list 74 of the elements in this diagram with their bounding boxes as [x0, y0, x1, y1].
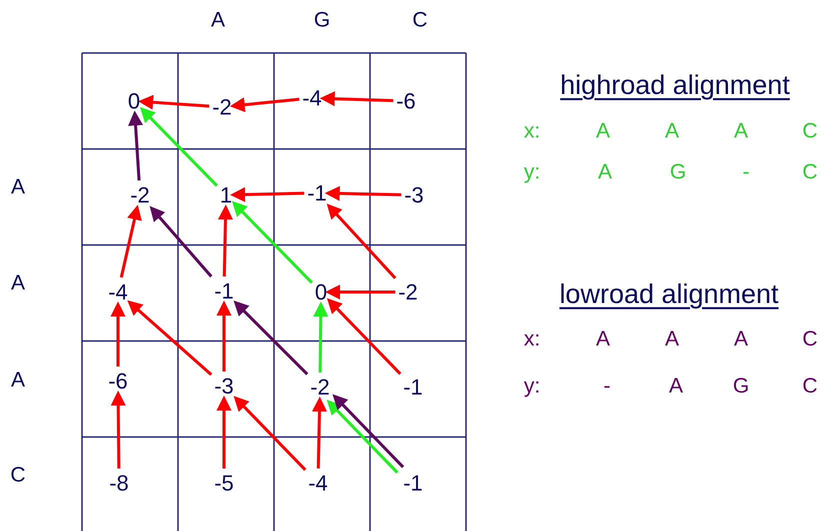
- score-value: -1: [403, 471, 423, 495]
- arrow: [216, 396, 232, 468]
- arrow: [234, 300, 308, 376]
- sequence-letter: C: [10, 463, 26, 487]
- arrow: [326, 298, 402, 375]
- arrow: [110, 390, 126, 468]
- arrow: [313, 302, 328, 372]
- alignment-symbol: A: [596, 119, 610, 143]
- score-value: -6: [108, 369, 128, 393]
- alignment-symbol: A: [734, 119, 748, 143]
- alignment-symbol: -: [742, 160, 750, 184]
- score-value: -4: [108, 280, 128, 304]
- score-value: -2: [130, 183, 150, 207]
- sequence-letter: A: [11, 271, 25, 295]
- arrow: [120, 204, 142, 278]
- arrow: [312, 396, 327, 468]
- score-value: 1: [220, 183, 232, 207]
- arrow: [138, 94, 210, 110]
- arrow: [326, 400, 398, 474]
- sequence-letter: C: [412, 8, 428, 32]
- arrow: [230, 187, 304, 202]
- arrow: [128, 110, 144, 181]
- alignment-symbol: A: [598, 160, 612, 184]
- score-value: -3: [404, 183, 424, 207]
- score-value: 0: [314, 280, 328, 304]
- alignment-symbol: C: [802, 119, 818, 143]
- arrow: [140, 107, 218, 187]
- arrow: [150, 206, 212, 278]
- score-value: -3: [214, 374, 234, 398]
- score-value: 0: [128, 89, 140, 113]
- alignment-symbol: C: [802, 327, 818, 351]
- alignment-symbol: A: [734, 327, 748, 351]
- alignment-symbol: y:: [524, 374, 540, 398]
- arrow: [232, 201, 313, 284]
- alignment-symbol: x:: [524, 119, 540, 143]
- score-value: -2: [398, 280, 418, 304]
- arrow: [326, 204, 396, 280]
- alignment-symbol: G: [670, 160, 686, 184]
- arrow: [332, 394, 404, 468]
- alignment-symbol: A: [665, 119, 679, 143]
- arrow: [324, 186, 402, 201]
- score-value: -4: [308, 471, 328, 495]
- score-value: -1: [403, 375, 423, 399]
- score-value: -8: [109, 471, 129, 495]
- alignment-symbol: C: [802, 374, 818, 398]
- arrow: [127, 300, 212, 376]
- arrow: [325, 284, 396, 300]
- arrow: [216, 300, 232, 372]
- alignment-heading: lowroad alignment: [559, 280, 779, 310]
- alignment-symbol: y:: [524, 160, 540, 184]
- arrow: [230, 97, 300, 112]
- score-value: -4: [302, 86, 322, 110]
- arrow: [218, 204, 233, 276]
- score-value: -2: [310, 375, 330, 399]
- arrow: [320, 91, 394, 106]
- sequence-letter: A: [11, 175, 25, 199]
- alignment-symbol: G: [732, 374, 750, 398]
- alignment-symbol: C: [802, 160, 818, 184]
- alignment-symbol: A: [669, 374, 683, 398]
- score-value: -1: [307, 181, 327, 205]
- alignment-heading: highroad alignment: [560, 71, 790, 101]
- score-value: -6: [396, 89, 416, 113]
- sequence-letter: A: [11, 368, 25, 392]
- alignment-symbol: x:: [524, 327, 540, 351]
- arrow: [110, 302, 126, 366]
- score-value: -2: [212, 95, 232, 119]
- alignment-symbol: A: [665, 327, 679, 351]
- score-value: -1: [214, 279, 234, 303]
- score-value: -5: [214, 471, 234, 495]
- sequence-letter: G: [314, 8, 330, 32]
- alignment-symbol: -: [604, 374, 610, 398]
- sequence-letter: A: [211, 8, 225, 32]
- arrow: [234, 396, 306, 471]
- alignment-symbol: A: [596, 327, 610, 351]
